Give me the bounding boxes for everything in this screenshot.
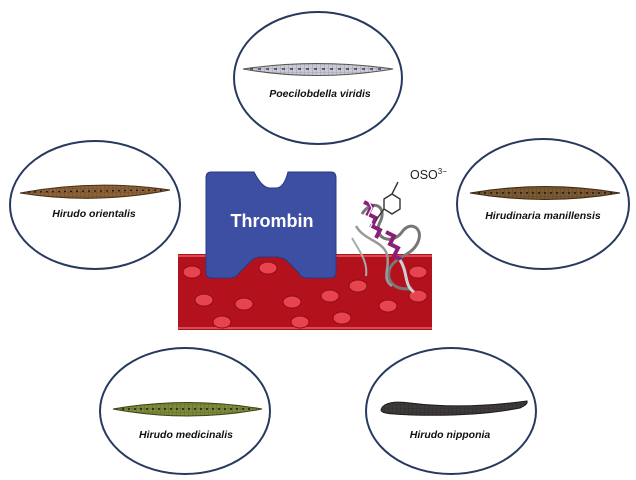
leech-hirudinaria-icon	[469, 186, 621, 200]
leech-hirudo-medicinalis-icon	[112, 402, 263, 417]
blood-cell	[290, 315, 310, 329]
ellipse-hirudo-orientalis	[9, 140, 181, 270]
blood-cell	[234, 297, 254, 311]
blood-cell	[332, 311, 352, 325]
label-hirudo-medicinalis: Hirudo medicinalis	[139, 429, 233, 441]
blood-cell	[320, 289, 340, 303]
blood-cell	[194, 293, 214, 307]
blood-cell	[378, 299, 398, 313]
thrombin-label: Thrombin	[230, 211, 314, 231]
blood-cell	[348, 279, 368, 293]
leech-hirudo-orientalis-icon	[19, 184, 171, 199]
label-hirudo-orientalis: Hirudo orientalis	[52, 208, 136, 220]
leech-poecilobdella-icon	[242, 63, 394, 76]
ellipse-poecilobdella	[233, 11, 403, 145]
ellipse-hirudinaria	[456, 138, 630, 270]
blood-cell	[258, 261, 278, 275]
sulfate-group-label: OSO3−	[410, 167, 447, 183]
blood-cell	[282, 295, 302, 309]
thrombin-protein	[205, 171, 337, 279]
hirudin-peptide-ribbon	[351, 199, 421, 294]
blood-cell	[408, 289, 428, 303]
blood-cell	[212, 315, 232, 329]
blood-cell	[182, 265, 202, 279]
label-poecilobdella-viridis: Poecilobdella viridis	[269, 88, 371, 100]
leech-hirudo-nipponia-icon	[380, 400, 528, 416]
label-hirudinaria-manillensis: Hirudinaria manillensis	[485, 210, 601, 222]
sulfotyrosine-icon	[375, 181, 401, 221]
label-hirudo-nipponia: Hirudo nipponia	[409, 429, 491, 441]
blood-cell	[408, 265, 428, 279]
